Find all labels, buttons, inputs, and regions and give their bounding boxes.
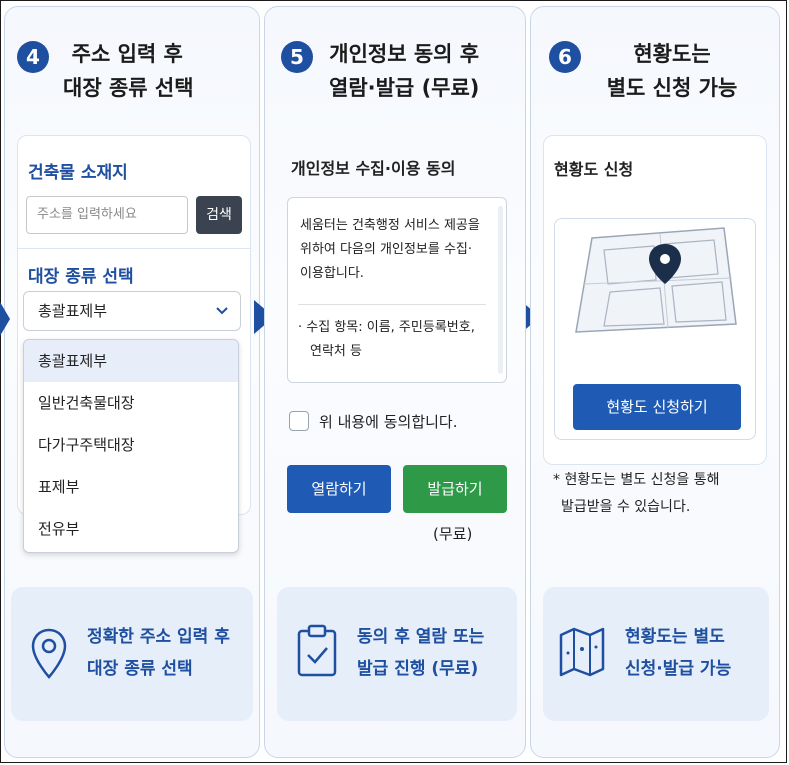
tip-line1: 동의 후 열람 또는 bbox=[357, 627, 485, 647]
agree-checkbox[interactable] bbox=[289, 411, 309, 431]
consent-title: 개인정보 수집·이용 동의 bbox=[291, 159, 456, 178]
address-section-title: 건축물 소재지 bbox=[28, 163, 128, 183]
tip-text: 정확한 주소 입력 후 대장 종류 선택 bbox=[87, 621, 230, 685]
consent-body-line: 세움터는 건축행정 서비스 제공을 bbox=[300, 218, 480, 233]
consent-text-box[interactable]: 세움터는 건축행정 서비스 제공을 위하여 다음의 개인정보를 수집· 이용합니… bbox=[287, 197, 507, 383]
register-type-dropdown: 총괄표제부 일반건축물대장 다가구주택대장 표제부 전유부 bbox=[23, 339, 239, 553]
map-icon bbox=[559, 627, 605, 677]
register-type-select[interactable]: 총괄표제부 bbox=[23, 291, 241, 331]
dropdown-option[interactable]: 다가구주택대장 bbox=[38, 436, 135, 454]
consent-body-line: 이용합니다. bbox=[300, 266, 364, 281]
step-5-header: 5 개인정보 동의 후 열람·발급 (무료) bbox=[265, 37, 525, 107]
dropdown-option[interactable]: 총괄표제부 bbox=[24, 340, 238, 382]
step-4-header: 4 주소 입력 후 대장 종류 선택 bbox=[5, 37, 259, 107]
issue-button[interactable]: 발급하기 bbox=[403, 465, 507, 513]
dropdown-option[interactable]: 표제부 bbox=[38, 478, 80, 496]
step-title-line2: 대장 종류 선택 bbox=[63, 76, 194, 100]
divider bbox=[298, 304, 486, 305]
dropdown-option[interactable]: 전유부 bbox=[38, 520, 80, 538]
step-title-line1: 개인정보 동의 후 bbox=[329, 42, 480, 66]
step-title-line2: 별도 신청 가능 bbox=[606, 76, 738, 100]
agree-label: 위 내용에 동의합니다. bbox=[319, 413, 458, 431]
step-title-line2: 열람·발급 (무료) bbox=[329, 76, 480, 100]
apply-plan-button[interactable]: 현황도 신청하기 bbox=[573, 384, 741, 430]
clipboard-check-icon bbox=[297, 624, 337, 677]
scrollbar[interactable] bbox=[498, 206, 503, 374]
step-6-panel: 6 현황도는 별도 신청 가능 현황도 신청 현황도 신청하기 * 현황도는 별… bbox=[530, 6, 780, 758]
plan-request-card: 현황도 신청 현황도 신청하기 bbox=[543, 135, 767, 465]
step-6-header: 6 현황도는 별도 신청 가능 bbox=[531, 37, 779, 107]
step-number: 5 bbox=[281, 41, 313, 73]
step-4-panel: 4 주소 입력 후 대장 종류 선택 건축물 소재지 주소를 입력하세요 검색 … bbox=[4, 6, 260, 758]
tip-line1: 현황도는 별도 bbox=[625, 627, 725, 647]
view-button[interactable]: 열람하기 bbox=[287, 465, 391, 513]
arrow-right-icon bbox=[0, 302, 10, 336]
chevron-down-icon bbox=[216, 307, 228, 315]
step-5-panel: 5 개인정보 동의 후 열람·발급 (무료) 개인정보 수집·이용 동의 세움터… bbox=[264, 6, 526, 758]
tip-line2: 대장 종류 선택 bbox=[87, 659, 193, 679]
consent-items-line: · 수집 항목: 이름, 주민등록번호, bbox=[298, 320, 475, 335]
step-number: 4 bbox=[17, 41, 49, 73]
plan-title: 현황도 신청 bbox=[554, 160, 634, 179]
consent-body-line: 위하여 다음의 개인정보를 수집· bbox=[300, 242, 473, 257]
plan-note-line1: * 현황도는 별도 신청을 통해 bbox=[553, 472, 720, 488]
step-title-line1: 현황도는 bbox=[633, 42, 711, 66]
selected-value: 총괄표제부 bbox=[38, 302, 108, 320]
step-number: 6 bbox=[549, 41, 581, 73]
step-title-line1: 주소 입력 후 bbox=[71, 42, 183, 66]
consent-body: 세움터는 건축행정 서비스 제공을 위하여 다음의 개인정보를 수집· 이용합니… bbox=[300, 214, 480, 286]
plan-note-line2: 발급받을 수 있습니다. bbox=[561, 499, 691, 515]
step-title: 현황도는 별도 신청 가능 bbox=[597, 37, 747, 105]
tip-line2: 발급 진행 (무료) bbox=[357, 659, 479, 679]
search-button[interactable]: 검색 bbox=[196, 196, 242, 234]
tip-card-3: 현황도는 별도 신청·발급 가능 bbox=[543, 587, 769, 721]
tip-card-2: 동의 후 열람 또는 발급 진행 (무료) bbox=[277, 587, 517, 721]
free-note: (무료) bbox=[433, 525, 473, 543]
tip-text: 현황도는 별도 신청·발급 가능 bbox=[625, 621, 731, 685]
location-pin-icon bbox=[31, 628, 67, 679]
consent-items-line: 연락처 등 bbox=[310, 344, 362, 359]
plan-note: * 현황도는 별도 신청을 통해 발급받을 수 있습니다. bbox=[553, 467, 719, 521]
tip-line1: 정확한 주소 입력 후 bbox=[87, 627, 230, 647]
floor-plan-map-icon bbox=[575, 227, 737, 333]
consent-items: · 수집 항목: 이름, 주민등록번호, 연락처 등 bbox=[298, 316, 475, 364]
divider bbox=[18, 248, 250, 249]
tip-line2: 신청·발급 가능 bbox=[625, 659, 732, 679]
address-input[interactable]: 주소를 입력하세요 bbox=[26, 196, 188, 234]
dropdown-option[interactable]: 일반건축물대장 bbox=[38, 394, 135, 412]
register-section-title: 대장 종류 선택 bbox=[28, 267, 134, 287]
step-title: 개인정보 동의 후 열람·발급 (무료) bbox=[329, 37, 479, 105]
tip-text: 동의 후 열람 또는 발급 진행 (무료) bbox=[357, 621, 484, 685]
step-title: 주소 입력 후 대장 종류 선택 bbox=[61, 37, 194, 105]
tip-card-1: 정확한 주소 입력 후 대장 종류 선택 bbox=[11, 587, 253, 721]
